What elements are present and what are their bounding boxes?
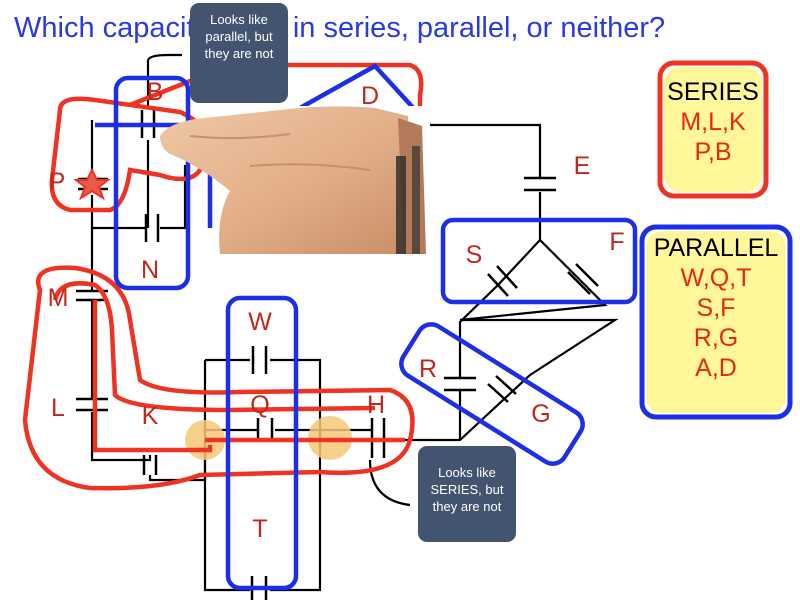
parallel-heading: PARALLEL [653,234,779,262]
parallel-answer-box: PARALLEL W,Q,T S,F R,G A,D [646,231,786,413]
cap-label-g: G [531,400,550,428]
callout-top-line-1: Looks like [210,12,268,27]
cap-label-r: R [419,355,437,383]
parallel-item: W,Q,T [680,264,752,292]
series-heading: SERIES [667,78,759,106]
cap-label-k: K [142,402,159,430]
callout-bottom-line-3: they are not [432,499,502,514]
callout-bottom-line-2: SERIES, but [430,482,504,497]
parallel-item: A,D [695,354,737,382]
callout-looks-like-series: Looks like SERIES, but they are not [418,446,516,542]
cap-label-l: L [51,394,65,422]
cap-label-h: H [367,391,385,419]
cap-label-m: M [48,284,69,312]
callout-top-line-2: parallel, but [205,29,273,44]
callout-top-line-3: they are not [204,46,274,61]
hand-pointing-image [160,106,430,254]
cap-label-f: F [609,228,624,256]
parallel-item: R,G [693,324,739,352]
capacitor-labels: B D P N E S F M L K W Q T H R G [48,78,625,543]
series-answer-box: SERIES M,L,K P,B [664,67,762,192]
cap-label-d: D [361,82,379,110]
parallel-item: S,F [696,294,736,322]
series-item: M,L,K [680,108,746,136]
series-item: P,B [694,138,732,166]
cap-label-n: N [141,256,159,284]
slide-title: Which capacitors are in series, parallel… [14,12,666,44]
cap-label-w: W [248,308,272,336]
cap-label-p: P [49,168,66,196]
cap-label-t: T [252,515,267,543]
cap-label-q: Q [250,391,269,419]
series-groupings [22,60,769,491]
star-mark [73,167,111,201]
cap-label-s: S [466,241,483,269]
cap-label-e: E [574,152,591,180]
callout-looks-like-parallel: Looks like parallel, but they are not [190,3,288,103]
callout-bottom-line-1: Looks like [438,465,496,480]
cap-label-b: B [147,78,164,106]
